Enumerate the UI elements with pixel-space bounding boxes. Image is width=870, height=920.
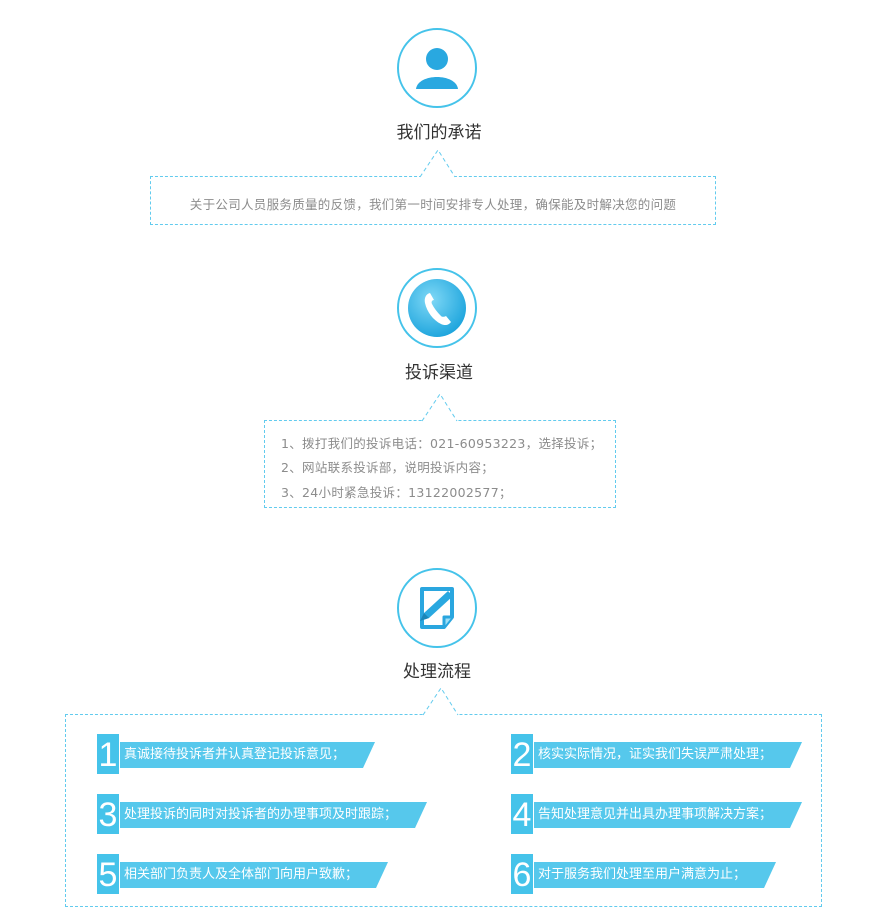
step-text: 告知处理意见并出具办理事项解决方案；	[534, 802, 802, 828]
step-number: 3	[97, 794, 119, 834]
channels-title: 投诉渠道	[405, 363, 473, 383]
channel-line-1: 1、拨打我们的投诉电话：021-60953223，选择投诉；	[281, 436, 603, 451]
step-number: 5	[97, 854, 119, 894]
step-number: 2	[511, 734, 533, 774]
step-text: 对于服务我们处理至用户满意为止；	[534, 862, 776, 888]
step-number: 1	[97, 734, 119, 774]
step-text: 核实实际情况，证实我们失误严肃处理；	[534, 742, 802, 768]
step-text: 真诚接待投诉者并认真登记投诉意见；	[120, 742, 375, 768]
process-icon-circle	[397, 568, 477, 648]
step-text: 处理投诉的同时对投诉者的办理事项及时跟踪；	[120, 802, 427, 828]
channel-line-3: 3、24小时紧急投诉：13122002577；	[281, 485, 512, 500]
process-box-caret	[422, 687, 459, 716]
channels-box-caret	[421, 393, 458, 422]
promise-title: 我们的承诺	[396, 123, 482, 143]
promise-text: 关于公司人员服务质量的反馈，我们第一时间安排专人处理，确保能及时解决您的问题	[189, 197, 677, 212]
step-number: 6	[511, 854, 533, 894]
user-icon	[408, 39, 466, 97]
promise-box-caret	[419, 149, 456, 178]
phone-icon	[408, 279, 466, 337]
step-text: 相关部门负责人及全体部门向用户致歉；	[120, 862, 388, 888]
promise-box: 关于公司人员服务质量的反馈，我们第一时间安排专人处理，确保能及时解决您的问题	[150, 176, 716, 225]
channel-line-2: 2、网站联系投诉部，说明投诉内容；	[281, 460, 495, 475]
promise-icon-circle	[397, 28, 477, 108]
channels-box: 1、拨打我们的投诉电话：021-60953223，选择投诉； 2、网站联系投诉部…	[264, 420, 616, 508]
process-title: 处理流程	[403, 662, 471, 682]
channels-icon-circle	[397, 268, 477, 348]
step-number: 4	[511, 794, 533, 834]
edit-document-icon	[408, 579, 466, 637]
